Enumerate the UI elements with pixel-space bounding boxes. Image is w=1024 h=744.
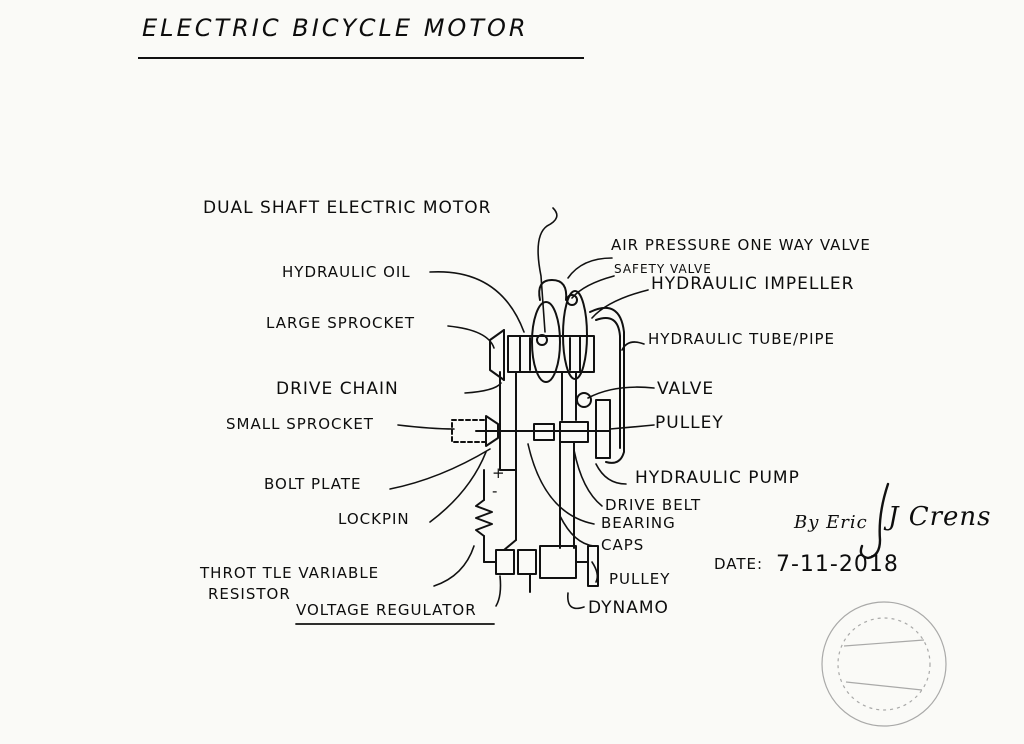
signature-mark [859, 482, 890, 560]
label-throttle-line2: RESISTOR [208, 585, 291, 603]
valve [576, 392, 592, 408]
pulley-top [595, 399, 611, 459]
label-hydraulic-tube: HYDRAULIC TUBE/PIPE [648, 330, 836, 348]
drive-chain [499, 371, 517, 471]
hydraulic-reservoir [531, 279, 588, 383]
circular-stamp [821, 601, 947, 727]
motor-body [507, 335, 595, 373]
label-bearing-caps-line1: BEARING [601, 514, 676, 532]
signature-by: By Eric [794, 512, 868, 533]
hydraulic-tube [589, 307, 625, 464]
label-hydraulic-pump: HYDRAULIC PUMP [635, 468, 800, 488]
label-drive-belt: DRIVE BELT [605, 496, 702, 514]
label-hydraulic-oil: HYDRAULIC OIL [282, 263, 411, 281]
large-sprocket [489, 329, 505, 381]
label-pulley-top: PULLEY [655, 413, 724, 433]
label-safety-valve: SAFETY VALVE [614, 262, 712, 276]
label-bolt-plate: BOLT PLATE [264, 475, 362, 493]
label-plus: + [492, 464, 506, 482]
label-drive-chain: DRIVE CHAIN [276, 379, 399, 399]
label-voltage-regulator: VOLTAGE REGULATOR [296, 601, 477, 619]
label-small-sprocket: SMALL SPROCKET [226, 415, 374, 433]
label-bearing-caps-line2: CAPS [601, 536, 645, 554]
dynamo-assembly [483, 545, 599, 593]
date-label: DATE: [714, 555, 764, 573]
label-dual-shaft-motor: DUAL SHAFT ELECTRIC MOTOR [203, 198, 492, 218]
label-throttle-line1: THROT TLE VARIABLE [200, 564, 380, 582]
label-large-sprocket: LARGE SPROCKET [266, 314, 415, 332]
label-pulley-bottom: PULLEY [609, 570, 671, 588]
throttle-resistor [475, 469, 517, 563]
date-value: 7-11-2018 [776, 552, 899, 577]
label-lockpin: LOCKPIN [338, 510, 410, 528]
label-dynamo: DYNAMO [588, 598, 669, 618]
label-minus: - [492, 482, 499, 500]
page-title: ELECTRIC BICYCLE MOTOR [142, 14, 529, 42]
title-underline [138, 57, 584, 59]
label-air-pressure-valve: AIR PRESSURE ONE WAY VALVE [611, 236, 871, 254]
label-valve: VALVE [657, 379, 715, 399]
label-hydraulic-impeller: HYDRAULIC IMPELLER [651, 274, 855, 294]
signature-name: J Crens [888, 502, 992, 532]
